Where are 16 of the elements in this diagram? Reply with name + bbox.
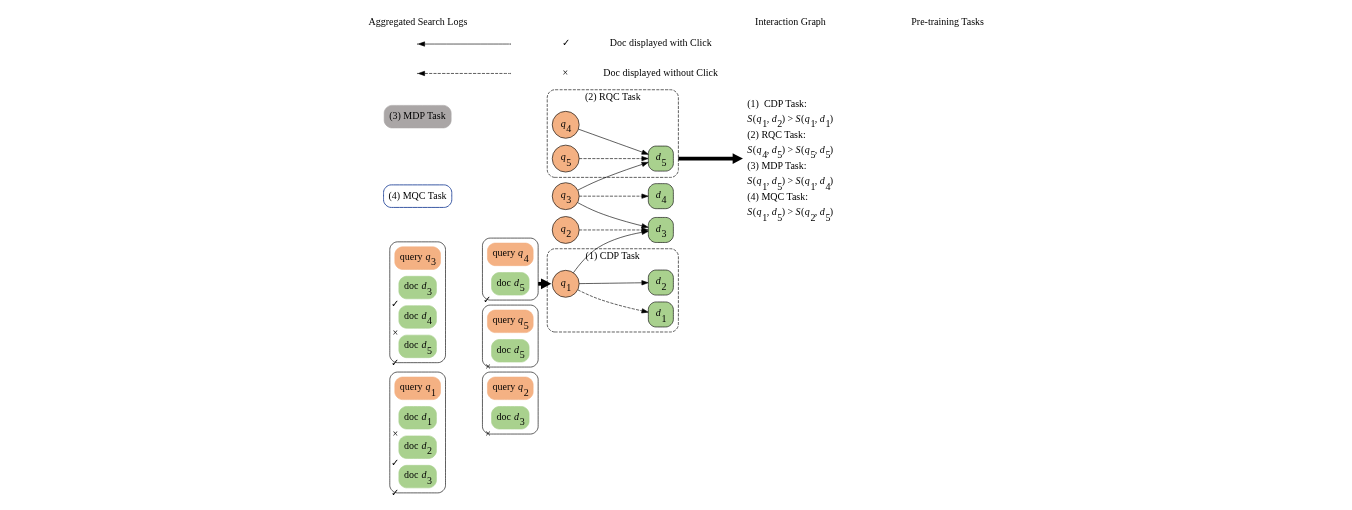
label: Pre-training Tasks [910, 15, 984, 27]
label: Interaction Graph [754, 15, 826, 27]
node-label: × [484, 361, 491, 373]
legend-label: Doc displayed without Click [602, 66, 718, 78]
node-label: × [392, 327, 398, 339]
node-label: ✓ [390, 356, 399, 368]
node-label: × [392, 428, 398, 440]
label: ✓ [561, 37, 570, 49]
legend-label: Doc displayed with Click [609, 37, 712, 49]
node-label: ✓ [390, 486, 399, 498]
node-label: ✓ [482, 294, 491, 306]
node-label: ✓ [390, 297, 399, 309]
label: × [562, 66, 568, 78]
node-label: ✓ [390, 457, 399, 469]
node-label: × [484, 428, 491, 440]
label: Aggregated Search Logs [368, 15, 467, 27]
